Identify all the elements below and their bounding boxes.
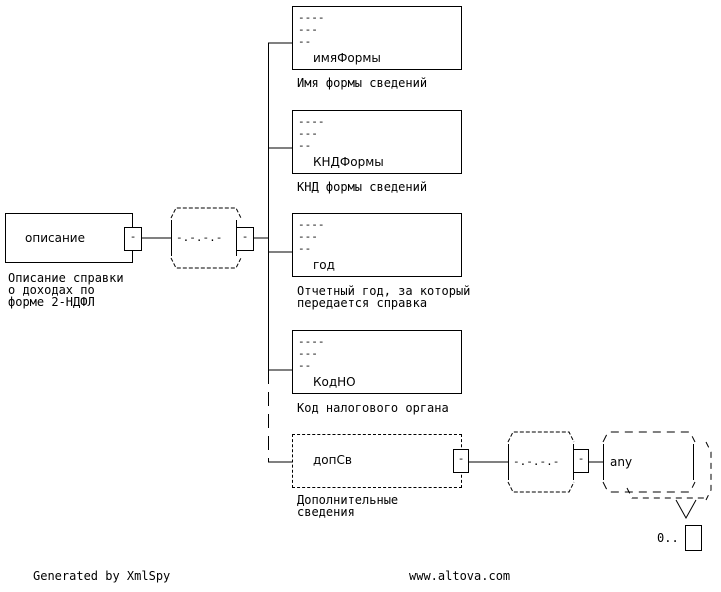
element-annotation: Дополнительные сведения [297, 493, 399, 519]
dopsv-collapse-button[interactable]: - [453, 449, 469, 473]
element-box-kndformy[interactable]: --------- КНДФормы [292, 110, 462, 174]
root-element-name: описание [25, 231, 85, 245]
element-name: КодНО [313, 375, 356, 389]
element-box-imyaformy[interactable]: --------- имяФормы [292, 6, 462, 70]
sequence-collapse-button[interactable]: - [236, 227, 254, 251]
element-annotation: Имя формы сведений [297, 76, 428, 90]
any-element-label[interactable]: any [610, 455, 633, 469]
any-placeholder-box [685, 525, 702, 551]
element-box-dopsv[interactable]: допСв [292, 434, 462, 488]
element-name: год [313, 258, 335, 272]
root-annotation: Описание справки о доходах по форме 2-НД… [8, 271, 124, 309]
element-marker: --------- [298, 218, 325, 255]
element-name: допСв [313, 453, 352, 467]
website-label: www.altova.com [409, 569, 511, 583]
any-cardinality: 0.. [657, 531, 679, 545]
element-annotation: КНД формы сведений [297, 180, 428, 194]
root-element-box[interactable]: описание [5, 213, 133, 263]
element-box-god[interactable]: --------- год [292, 213, 462, 277]
element-name: КНДФормы [313, 155, 384, 169]
element-marker: --------- [298, 335, 325, 372]
element-marker: --------- [298, 115, 325, 152]
dop-sequence-collapse-button[interactable]: - [573, 449, 589, 473]
element-box-kodno[interactable]: --------- КодНО [292, 330, 462, 394]
element-name: имяФормы [313, 51, 381, 65]
element-annotation: Отчетный год, за который передается спра… [297, 284, 471, 310]
sequence-compositor[interactable]: -.-.-.- [176, 231, 223, 244]
dop-sequence-compositor[interactable]: -.-.-.- [513, 455, 560, 468]
element-annotation: Код налогового органа [297, 401, 449, 415]
generated-by-label: Generated by XmlSpy [33, 569, 171, 583]
element-marker: --------- [298, 11, 325, 48]
root-collapse-button[interactable]: - [124, 227, 142, 251]
